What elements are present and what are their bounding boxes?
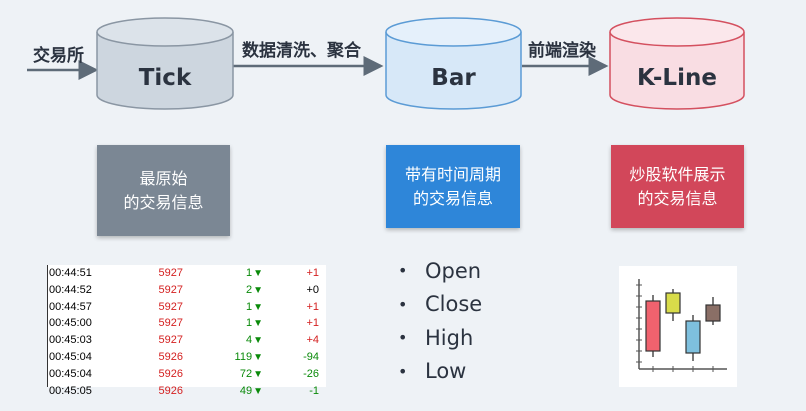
down-arrow-icon: ▼ [253,335,263,347]
tick-price-cell: 5927 [158,267,183,279]
tick-time-cell: 00:45:05 [49,384,92,397]
list-item: •High [398,325,474,350]
tick-change-cell: +1 [306,300,319,313]
tick-time-cell: 00:44:52 [49,283,92,296]
tick-price-cell: 5926 [158,384,183,397]
tick-desc-line2: 的交易信息 [123,192,204,212]
tick-price-cell: 5927 [158,283,183,296]
tick-time-cell: 00:45:03 [49,334,92,347]
candle-body [665,292,681,314]
tick-volume-cell: 4▼ [183,332,263,349]
bar-field-list: •Open •Close •High •Low [398,254,482,388]
bar-desc-box: 带有时间周期 的交易信息 [386,145,520,228]
bar-cylinder: Bar [385,17,522,111]
down-arrow-icon: ▼ [253,351,263,363]
down-arrow-icon: ▼ [253,268,263,279]
kline-cylinder-shape [609,17,745,110]
tick-volume-cell: 1▼ [183,315,263,332]
down-arrow-icon: ▼ [253,385,263,397]
tick-change-cell: -1 [309,384,319,397]
bar-field-high: High [425,325,474,350]
tick-change-cell: +1 [306,317,319,330]
bar-desc-line2: 的交易信息 [412,188,493,208]
tick-time-cell: 00:44:57 [49,300,92,313]
tick-time-cell: 00:44:51 [49,267,92,279]
bar-node-label: Bar [431,65,476,91]
source-label: 交易所 [33,46,84,66]
tick-volume-cell: 49▼ [183,383,263,400]
candle-body [685,320,701,354]
tick-change-cell: +0 [306,283,319,296]
tick-volume-cell: 72▼ [183,366,263,383]
bar-field-low: Low [425,359,467,384]
kline-node-label: K-Line [637,65,717,91]
bar-cylinder-shape [385,17,522,110]
tick-volume-cell: 2▼ [183,282,263,299]
tick-cylinder: Tick [96,17,234,111]
tick-volume-cell: 1▼ [183,265,263,282]
bar-field-close: Close [425,292,483,317]
candle-body [645,300,661,352]
tick-desc-line1: 最原始 [139,168,188,188]
tick-time-cell: 00:45:04 [49,350,92,363]
down-arrow-icon: ▼ [253,284,263,296]
kline-desc-box: 炒股软件展示 的交易信息 [611,145,744,228]
step2-label: 前端渲染 [528,41,596,61]
down-arrow-icon: ▼ [253,368,263,380]
candle-body [705,304,721,322]
tick-change-cell: +4 [306,334,319,347]
candlestick-chart [636,279,727,372]
kline-desc-line2: 的交易信息 [637,188,718,208]
tick-price-cell: 5927 [158,334,183,347]
tick-change-cell: -26 [303,367,319,380]
tick-time-cell: 00:45:04 [49,367,92,380]
tick-price-cell: 5927 [158,317,183,330]
list-item: •Low [398,359,467,384]
tick-desc-box: 最原始 的交易信息 [97,145,230,236]
tick-node-label: Tick [138,65,192,91]
tick-price-cell: 5926 [158,350,183,363]
tick-price-cell: 5926 [158,367,183,380]
candlestick-illustration [619,266,737,387]
tick-cylinder-shape [96,17,234,110]
tick-volume-cell: 119▼ [183,349,263,366]
tick-change-cell: -94 [303,350,319,363]
kline-desc-line1: 炒股软件展示 [629,164,726,184]
down-arrow-icon: ▼ [253,301,263,313]
kline-cylinder: K-Line [609,17,745,111]
tick-volume-cell: 1▼ [183,299,263,316]
tick-time-cell: 00:45:00 [49,317,92,330]
bar-desc-line1: 带有时间周期 [404,164,501,184]
tick-change-cell: +1 [306,267,319,279]
tick-price-cell: 5927 [158,300,183,313]
list-item: •Open [398,258,482,283]
list-item: •Close [398,292,483,317]
bar-field-open: Open [425,258,482,283]
down-arrow-icon: ▼ [253,318,263,330]
step1-label: 数据清洗、聚合 [242,41,361,61]
